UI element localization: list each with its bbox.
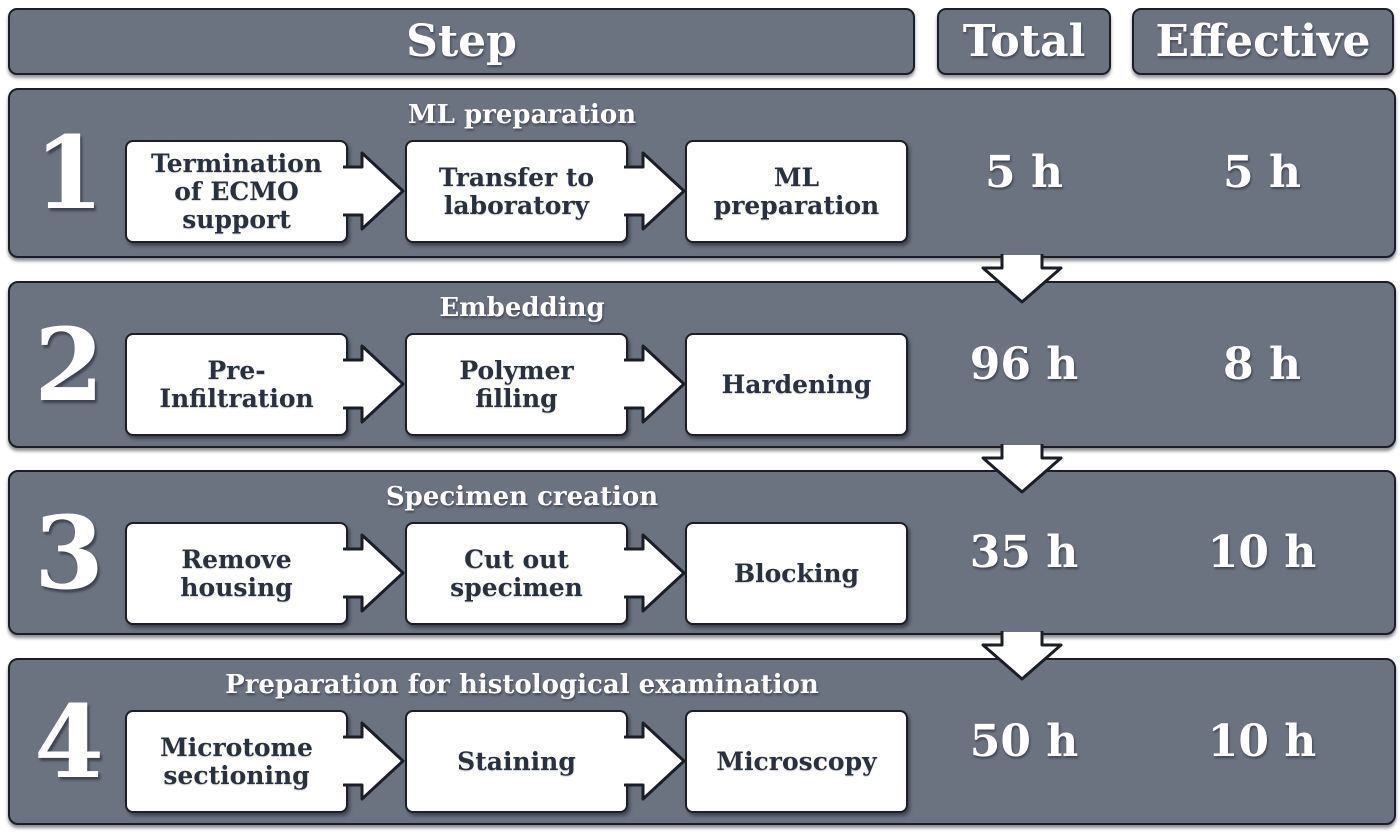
process-box: ML preparation	[685, 140, 908, 243]
arrow-right-icon	[624, 151, 686, 231]
process-box: Transfer to laboratory	[405, 140, 628, 243]
process-box: Termination of ECMO support	[125, 140, 348, 243]
process-box: Staining	[405, 710, 628, 813]
step-number: 4	[34, 682, 104, 801]
arrow-down-icon	[981, 631, 1063, 681]
arrow-right-icon	[343, 721, 405, 801]
effective-header-label: Effective	[1155, 15, 1371, 67]
phase-title: Specimen creation	[385, 482, 659, 512]
phase-title: Embedding	[439, 293, 605, 323]
arrow-right-icon	[343, 151, 405, 231]
total-hours: 50 h	[969, 715, 1079, 767]
process-box: Remove housing	[125, 522, 348, 625]
step-row-2: 2 Embedding Pre-Infiltration Polymer fil…	[8, 281, 1396, 448]
arrow-right-icon	[343, 533, 405, 613]
column-header-total: Total	[937, 8, 1111, 75]
effective-hours: 10 h	[1207, 715, 1317, 767]
effective-hours: 5 h	[1223, 147, 1301, 198]
process-box: Cut out specimen	[405, 522, 628, 625]
process-box: Microscopy	[685, 710, 908, 813]
arrow-right-icon	[624, 721, 686, 801]
step-header-label: Step	[406, 15, 517, 67]
effective-hours: 8 h	[1223, 338, 1301, 390]
step-number: 1	[34, 114, 104, 232]
arrow-right-icon	[624, 533, 686, 613]
step-row-4: 4 Preparation for histological examinati…	[8, 658, 1396, 825]
process-box: Polymer filling	[405, 333, 628, 436]
arrow-right-icon	[343, 344, 405, 424]
total-hours: 5 h	[985, 147, 1063, 198]
step-number: 2	[34, 305, 104, 424]
column-header-effective: Effective	[1132, 8, 1394, 75]
process-box: Hardening	[685, 333, 908, 436]
process-box: Blocking	[685, 522, 908, 625]
step-row-3: 3 Specimen creation Remove housing Cut o…	[8, 470, 1396, 635]
total-header-label: Total	[962, 15, 1086, 67]
phase-title: ML preparation	[407, 100, 637, 130]
step-row-1: 1 ML preparation Termination of ECMO sup…	[8, 88, 1396, 258]
arrow-down-icon	[981, 444, 1063, 494]
column-header-step: Step	[8, 8, 915, 75]
total-hours: 35 h	[969, 526, 1079, 578]
effective-hours: 10 h	[1207, 526, 1317, 578]
process-box: Pre-Infiltration	[125, 333, 348, 436]
total-hours: 96 h	[969, 338, 1079, 390]
phase-title: Preparation for histological examination	[225, 670, 819, 700]
process-box: Microtome sectioning	[125, 710, 348, 813]
step-number: 3	[34, 493, 104, 612]
arrow-down-icon	[981, 254, 1063, 304]
arrow-right-icon	[624, 344, 686, 424]
